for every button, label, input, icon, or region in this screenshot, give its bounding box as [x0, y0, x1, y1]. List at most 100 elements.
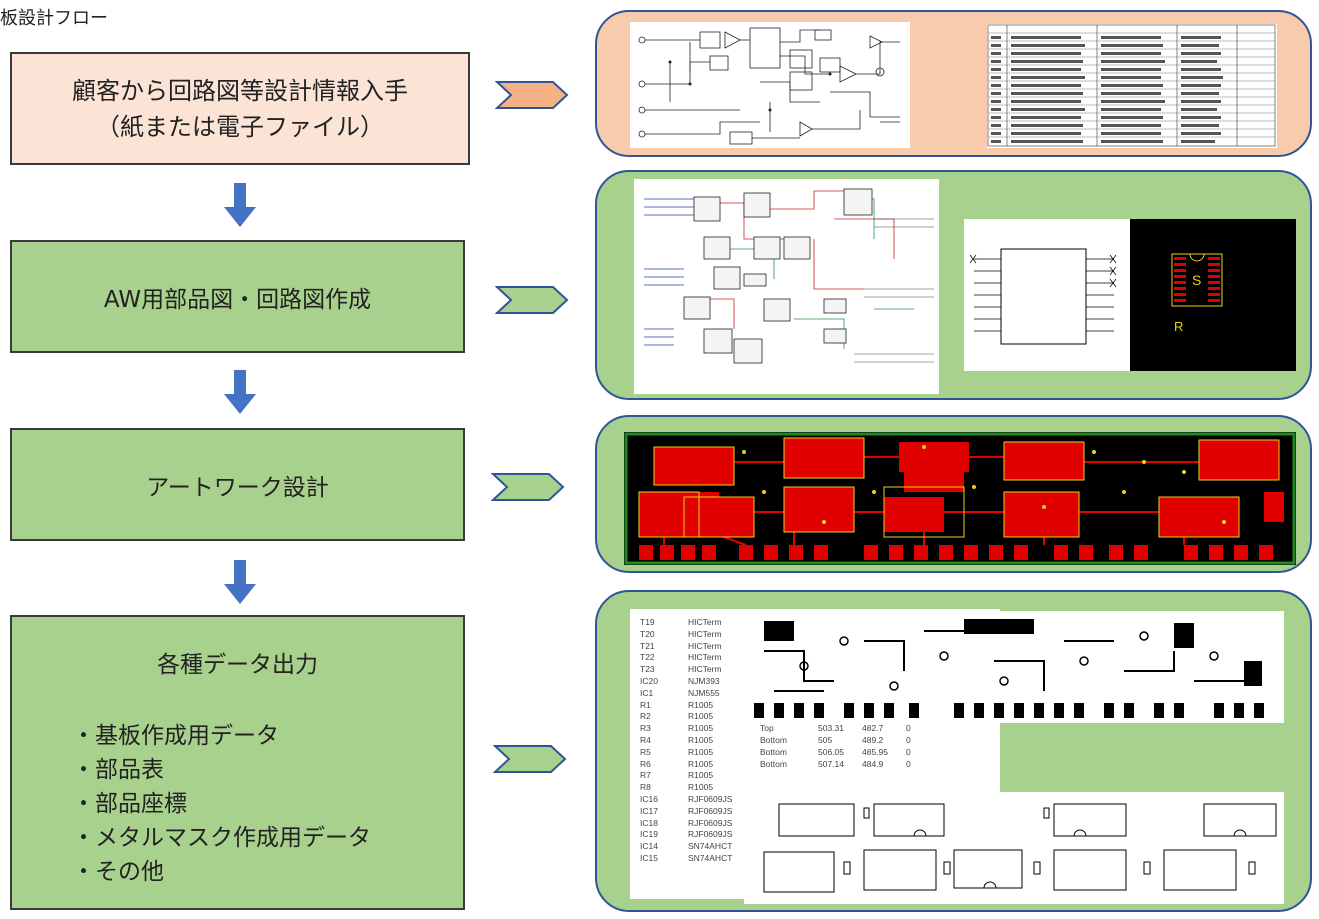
- parts-table-cell: R1005: [688, 723, 714, 734]
- scanned-parts-table-image: [987, 24, 1277, 148]
- parts-table-cell: Bottom: [760, 734, 787, 745]
- parts-table-cell: 0: [906, 734, 911, 745]
- parts-table-cell: RJF0609JS: [688, 829, 733, 840]
- step-2-label: AW用部品図・回路図作成: [103, 286, 372, 313]
- pcb-layout-image: [624, 432, 1296, 565]
- pcb-copper-layer-image: [744, 611, 1284, 723]
- parts-table-cell: R5: [640, 746, 651, 757]
- footprint-label-s: S: [1192, 272, 1201, 288]
- parts-table-cell: R1: [640, 699, 651, 710]
- parts-table-cell: IC16: [640, 793, 658, 804]
- parts-table-cell: T22: [640, 652, 655, 663]
- parts-table-cell: R1005: [688, 734, 714, 745]
- parts-table-cell: IC20: [640, 675, 658, 686]
- chevron-right-icon: [491, 473, 565, 501]
- step-create-schematic: AW用部品図・回路図作成: [10, 240, 465, 353]
- parts-table-row: T22 HICTerm: [640, 652, 936, 664]
- parts-table-row: R3 R1005 Top 503.31 482.7 0: [640, 723, 936, 735]
- output-item: その他: [72, 855, 371, 889]
- parts-table-cell: R1005: [688, 699, 714, 710]
- output-item: 基板作成用データ: [72, 719, 371, 753]
- parts-table-row: IC19 RJF0609JS: [640, 829, 936, 841]
- parts-table-cell: R1005: [688, 746, 714, 757]
- parts-table-cell: 0: [906, 746, 911, 757]
- panel-cad-drawings: S R: [595, 170, 1312, 400]
- parts-table-cell: R1005: [688, 758, 714, 769]
- output-list: 基板作成用データ 部品表 部品座標 メタルマスク作成用データ その他: [72, 719, 371, 889]
- parts-table-cell: R6: [640, 758, 651, 769]
- parts-table-cell: T21: [640, 640, 655, 651]
- parts-table-cell: Bottom: [760, 746, 787, 757]
- step-1-line-2: （紙または電子ファイル）: [96, 112, 384, 141]
- parts-table-cell: SN74AHCT: [688, 852, 733, 863]
- parts-table-cell: T19: [640, 617, 655, 627]
- parts-table-cell: IC14: [640, 841, 658, 852]
- parts-table-cell: T20: [640, 628, 655, 639]
- parts-table-cell: R4: [640, 734, 651, 745]
- parts-table-cell: HICTerm: [688, 652, 722, 663]
- chevron-right-icon: [493, 745, 567, 773]
- step-1-line-1: 顧客から回路図等設計情報入手: [72, 76, 408, 105]
- down-arrow-icon: [224, 560, 256, 604]
- parts-table-cell: R7: [640, 770, 651, 781]
- parts-table-row: IC14 SN74AHCT: [640, 841, 936, 853]
- parts-table-cell: 503.31: [818, 723, 844, 734]
- parts-table-cell: R1005: [688, 782, 714, 793]
- output-item: メタルマスク作成用データ: [72, 821, 371, 855]
- parts-table-cell: R1005: [688, 770, 714, 781]
- parts-table-row: IC1 NJM555: [640, 688, 936, 700]
- page-title: 板設計フロー: [0, 8, 108, 29]
- parts-table-row: R1 R1005: [640, 700, 936, 712]
- step-artwork-design: アートワーク設計: [10, 428, 465, 541]
- parts-table-cell: 482.7: [862, 723, 884, 734]
- step-receive-design-info: 顧客から回路図等設計情報入手 （紙または電子ファイル）: [10, 52, 470, 165]
- parts-table-cell: 0: [906, 723, 911, 734]
- parts-table-row: IC20 NJM393: [640, 676, 936, 688]
- step-data-output: 各種データ出力 基板作成用データ 部品表 部品座標 メタルマスク作成用データ そ…: [10, 615, 465, 910]
- parts-table-row: R5 R1005 Bottom 506.05 485.95 0: [640, 747, 936, 759]
- parts-table-cell: 507.14: [818, 758, 844, 769]
- parts-table-cell: R1005: [688, 711, 714, 722]
- step-4-label: 各種データ出力: [157, 652, 318, 678]
- parts-table-cell: HICTerm: [688, 664, 722, 675]
- scanned-schematic-image: [630, 22, 910, 148]
- parts-table-cell: 485.95: [862, 746, 888, 757]
- parts-table-cell: T23: [640, 664, 655, 675]
- silkscreen-layer-image: [744, 792, 1284, 904]
- parts-table-row: R4 R1005 Bottom 505 489.2 0: [640, 735, 936, 747]
- output-item: 部品座標: [72, 787, 371, 821]
- parts-table-cell: 489.2: [862, 734, 884, 745]
- parts-table-cell: SN74AHCT: [688, 841, 733, 852]
- parts-table-cell: 505: [818, 734, 833, 745]
- parts-table-cell: Bottom: [760, 758, 787, 769]
- parts-table-row: R2 R1005: [640, 711, 936, 723]
- parts-table-cell: IC18: [640, 817, 658, 828]
- parts-table-cell: 506.05: [818, 746, 844, 757]
- down-arrow-icon: [224, 370, 256, 414]
- parts-table-cell: NJM393: [688, 675, 720, 686]
- parts-table-cell: 484.9: [862, 758, 884, 769]
- parts-table-cell: HICTerm: [688, 640, 722, 651]
- parts-table-row: R6 R1005 Bottom 507.14 484.9 0: [640, 759, 936, 771]
- parts-table-row: R7 R1005: [640, 770, 936, 782]
- parts-table-cell: R2: [640, 711, 651, 722]
- chevron-right-icon: [495, 286, 569, 314]
- parts-table-cell: IC17: [640, 805, 658, 816]
- panel-pcb-artwork: [595, 415, 1312, 573]
- parts-table-cell: IC19: [640, 829, 658, 840]
- panel-received-docs: [595, 10, 1312, 157]
- parts-table-cell: IC1: [640, 687, 654, 698]
- parts-table-cell: NJM555: [688, 687, 720, 698]
- step-3-label: アートワーク設計: [146, 474, 329, 501]
- parts-table-cell: R3: [640, 723, 651, 734]
- footprint-label-r: R: [1174, 319, 1183, 334]
- parts-table-cell: HICTerm: [688, 628, 722, 639]
- component-symbol-footprint-image: S R: [964, 219, 1296, 371]
- parts-table-cell: 0: [906, 758, 911, 769]
- parts-table-cell: Top: [760, 723, 774, 734]
